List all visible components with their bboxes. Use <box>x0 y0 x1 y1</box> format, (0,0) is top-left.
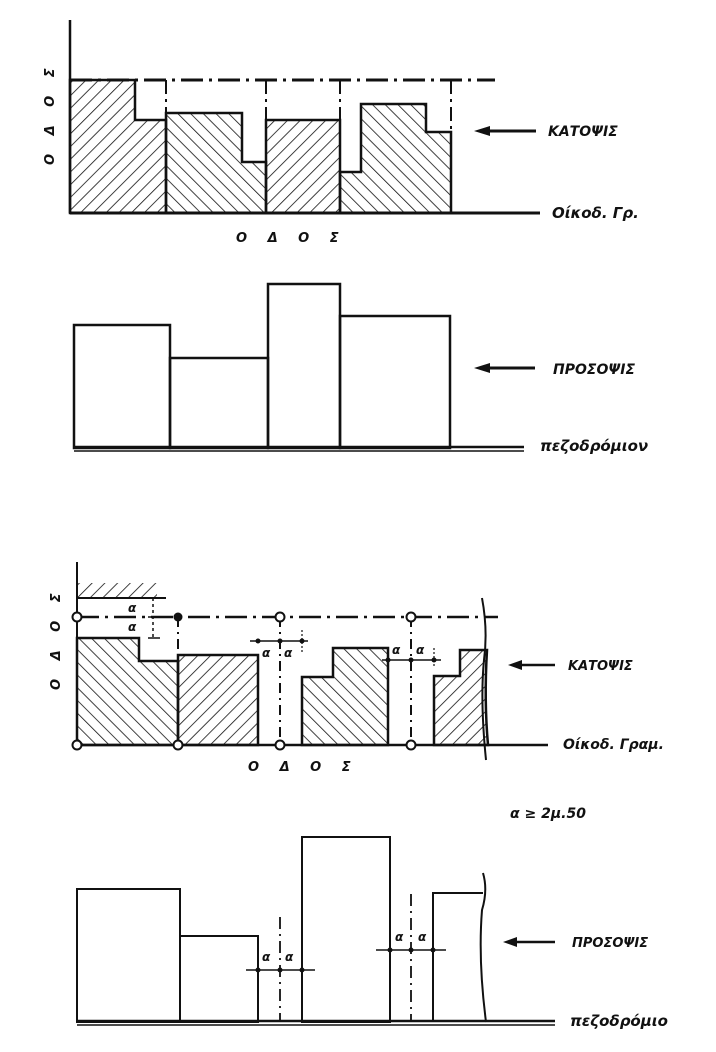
dimension-alpha-label: α <box>416 643 425 657</box>
plan-figure-1: Ο Δ Ο Σ Ο Δ Ο Σ ΚΑΤΟΨΙΣ Οίκοδ. Γρ. <box>43 20 639 246</box>
dimension-alpha-label: α <box>285 950 294 964</box>
rule-label: α ≥ 2μ.50 <box>510 806 586 822</box>
plan-label: ΚΑΤΟΨΙΣ <box>568 659 633 674</box>
street-label: Ο Δ Ο Σ <box>248 760 359 775</box>
building-line-label: Οίκοδ. Γραμ. <box>563 737 664 753</box>
elevation-figure-1: ΠΡΟΣΟΨΙΣ πεζοδρόμιον <box>72 282 648 455</box>
building-line-label: Οίκοδ. Γρ. <box>552 204 639 222</box>
street-label: Ο Δ Ο Σ <box>236 231 347 246</box>
dimension-alpha-label: α <box>395 930 404 944</box>
dimension-alpha-label: α <box>284 646 293 660</box>
street-label-vertical: Ο Δ Ο Σ <box>49 586 64 690</box>
arrow-left-icon <box>474 363 535 373</box>
dimension-alpha-label: α <box>392 643 401 657</box>
dimension-alpha-label: α <box>262 646 271 660</box>
dimension-alpha-label: α <box>128 601 137 615</box>
elevation-figure-2: α α α α ΠΡΟΣΟΨΙΣ πεζοδρόμιο <box>76 836 668 1030</box>
sidewalk-label: πεζοδρόμιο <box>570 1012 668 1030</box>
elevation-label: ΠΡΟΣΟΨΙΣ <box>553 362 635 378</box>
dimension-alpha-label: α <box>128 620 137 634</box>
street-label-vertical: Ο Δ Ο Σ <box>43 61 58 165</box>
plan-label: ΚΑΤΟΨΙΣ <box>548 124 618 140</box>
arrow-left-icon <box>474 126 536 136</box>
sidewalk-label: πεζοδρόμιον <box>540 437 648 455</box>
plan-figure-2: α α α α α α Ο Δ Ο Σ Ο Δ Ο Σ ΚΑΤΟΨΙΣ Οίκο… <box>49 562 664 822</box>
arrow-left-icon <box>508 660 555 670</box>
arrow-left-icon <box>503 937 555 947</box>
dimension-alpha-label: α <box>262 950 271 964</box>
dimension-alpha-label: α <box>418 930 427 944</box>
elevation-label: ΠΡΟΣΟΨΙΣ <box>572 936 648 951</box>
